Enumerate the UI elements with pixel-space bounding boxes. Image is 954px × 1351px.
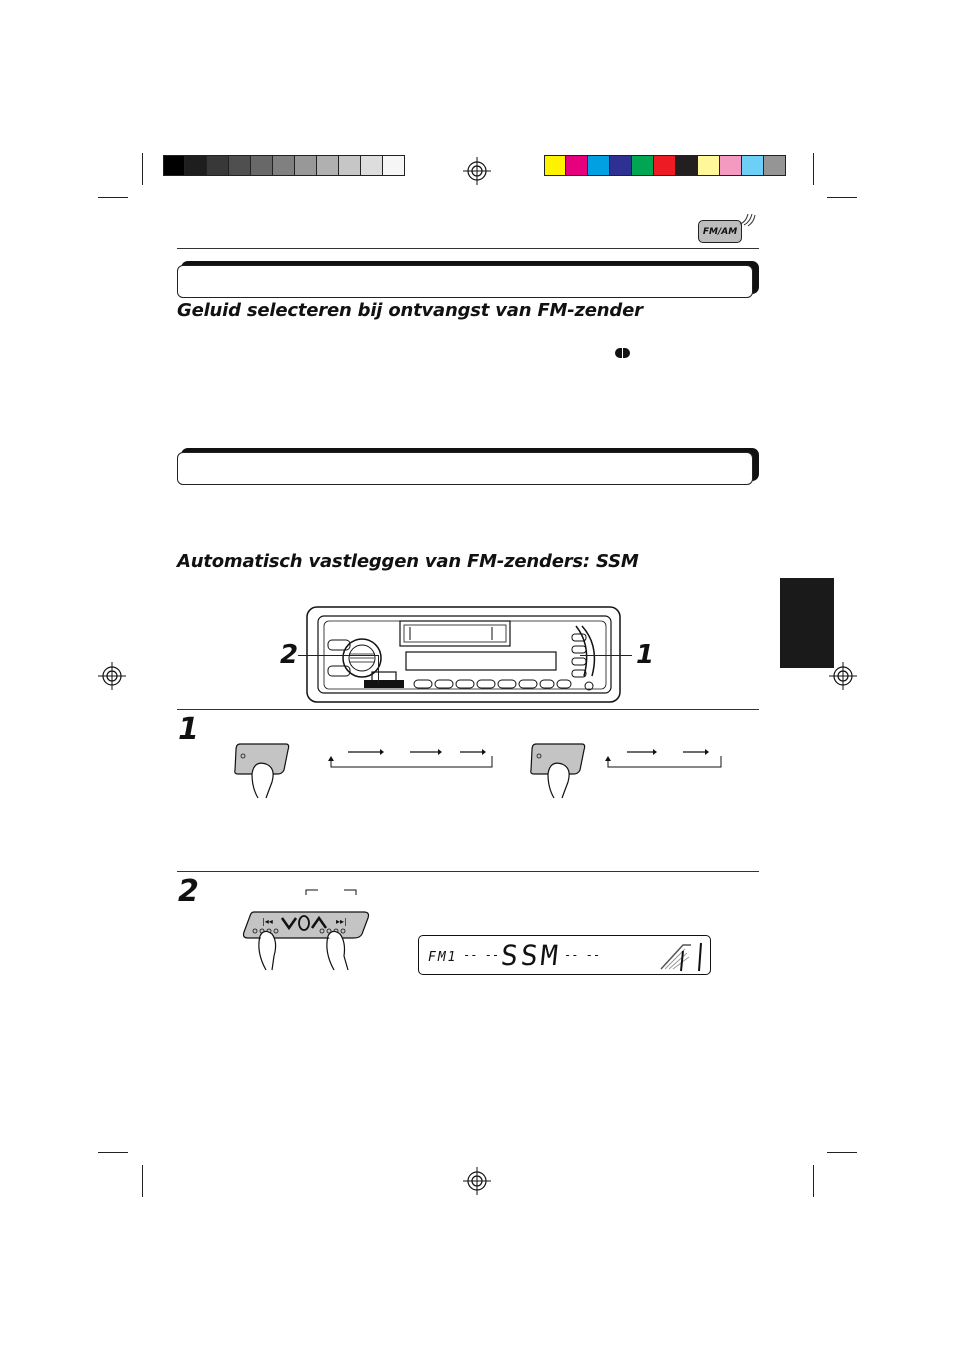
display-dashes-right: -- -- (564, 948, 601, 962)
badge-label: FM/AM (702, 227, 738, 237)
color-swatch (295, 155, 317, 176)
fm-am-badge: FM/AM (698, 220, 742, 243)
language-side-tab (780, 578, 834, 668)
dolby-icon (615, 345, 633, 358)
gray-color-bar (163, 155, 405, 176)
color-swatch (544, 155, 566, 176)
color-swatch (383, 155, 405, 176)
crop-mark (813, 153, 814, 185)
color-swatch (632, 155, 654, 176)
color-swatch (676, 155, 698, 176)
color-swatch (654, 155, 676, 176)
registration-target-icon (463, 157, 491, 185)
lcd-display: FM1 -- -- SSM -- -- (418, 935, 711, 975)
callout-number: 1 (636, 640, 655, 670)
crop-mark (98, 1152, 128, 1153)
crop-mark (142, 153, 143, 185)
color-swatch (185, 155, 207, 176)
color-swatch (207, 155, 229, 176)
cycle-arrow-diagram (328, 749, 493, 768)
seek-buttons-illustration: |◂◂ ▸▸| (242, 911, 370, 971)
section-subheading: Automatisch vastleggen van FM-zenders: S… (177, 551, 639, 572)
section-heading-box (177, 452, 753, 485)
callout-leader-line (298, 655, 378, 656)
crop-mark (827, 197, 857, 198)
registration-target-icon (463, 1167, 491, 1195)
crop-mark (813, 1165, 814, 1197)
callout-number: 2 (280, 640, 299, 670)
color-swatch (273, 155, 295, 176)
color-swatch (698, 155, 720, 176)
color-swatch (742, 155, 764, 176)
crop-mark (827, 1152, 857, 1153)
color-swatch (163, 155, 185, 176)
cycle-arrow-diagram (605, 749, 722, 768)
section-heading-box (177, 265, 753, 298)
color-swatch (566, 155, 588, 176)
step-divider (177, 709, 759, 710)
display-text: SSM (499, 939, 563, 972)
svg-text:|◂◂: |◂◂ (262, 917, 273, 926)
process-color-bar (544, 155, 786, 176)
radio-wave-icon (739, 213, 756, 227)
section-subheading: Geluid selecteren bij ontvangst van FM-z… (177, 300, 643, 321)
signal-level-icon (660, 942, 702, 972)
color-swatch (229, 155, 251, 176)
header-rule (177, 248, 759, 249)
callout-leader-line (580, 655, 632, 656)
color-swatch (317, 155, 339, 176)
step-divider (177, 871, 759, 872)
color-swatch (764, 155, 786, 176)
callout-leader-line (378, 655, 379, 683)
color-swatch (610, 155, 632, 176)
color-swatch (588, 155, 610, 176)
color-swatch (361, 155, 383, 176)
display-band: FM1 (428, 950, 458, 965)
registration-target-icon (829, 662, 857, 690)
step-number: 2 (178, 874, 199, 909)
press-button-illustration (530, 743, 586, 799)
head-unit-illustration (306, 606, 621, 703)
registration-target-icon (98, 662, 126, 690)
crop-mark (98, 197, 128, 198)
press-button-illustration (234, 743, 290, 799)
step-number: 1 (178, 712, 199, 747)
color-swatch (251, 155, 273, 176)
bracket-mark (305, 889, 357, 895)
color-swatch (339, 155, 361, 176)
color-swatch (720, 155, 742, 176)
display-dashes-left: -- -- (463, 948, 500, 962)
svg-text:▸▸|: ▸▸| (336, 917, 347, 926)
crop-mark (142, 1165, 143, 1197)
